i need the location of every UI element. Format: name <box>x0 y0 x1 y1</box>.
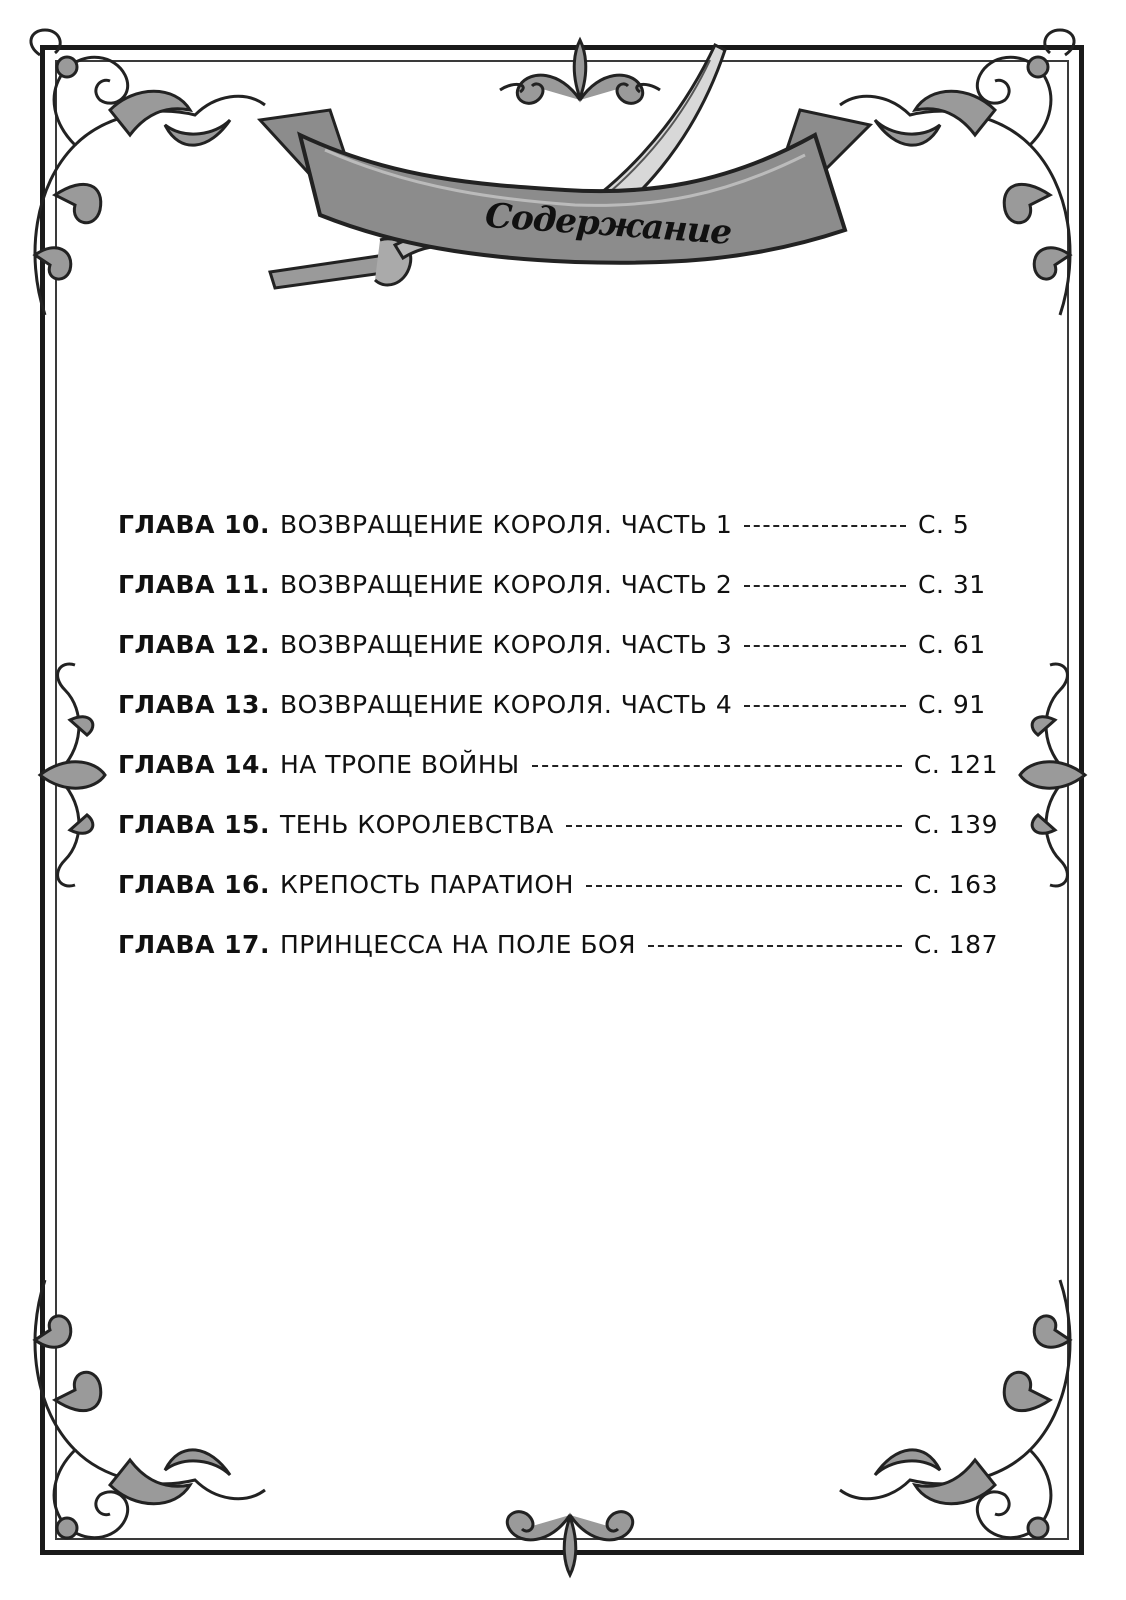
page-frame-inner <box>55 60 1069 1540</box>
bottom-center-ornament <box>506 1510 634 1579</box>
toc-page-number: С. 61 <box>918 630 986 659</box>
corner-ornament-top-right <box>839 28 1076 316</box>
toc-page-number: С. 5 <box>918 510 970 539</box>
toc-chapter-title: Возвращение короля. Часть 3 <box>279 630 733 659</box>
toc-chapter-title: Возвращение короля. Часть 1 <box>279 510 733 539</box>
toc-row[interactable]: Глава 13. Возвращение короля. Часть 4 С.… <box>118 690 998 750</box>
toc-row[interactable]: Глава 11. Возвращение короля. Часть 2 С.… <box>118 570 998 630</box>
toc-leader <box>585 885 902 887</box>
left-side-ornament <box>37 662 107 888</box>
ribbon-banner <box>256 42 874 290</box>
page-frame-outer <box>40 45 1084 1555</box>
toc-leader <box>744 705 906 707</box>
toc-chapter-title: На тропе войны <box>279 750 520 779</box>
right-side-ornament <box>1018 662 1088 888</box>
toc-chapter-number: Глава 10. <box>118 510 270 539</box>
toc-chapter-number: Глава 11. <box>118 570 270 599</box>
toc-chapter-number: Глава 16. <box>118 870 270 899</box>
toc-page-number: С. 163 <box>913 870 998 899</box>
toc-chapter-number: Глава 17. <box>118 930 270 959</box>
toc-page-number: С. 31 <box>918 570 986 599</box>
toc-chapter-title: Возвращение короля. Часть 2 <box>279 570 733 599</box>
toc-chapter-number: Глава 12. <box>118 630 270 659</box>
corner-ornament-top-left <box>29 28 266 316</box>
toc-page-number: С. 187 <box>913 930 998 959</box>
toc-chapter-number: Глава 15. <box>118 810 270 839</box>
toc-chapter-number: Глава 13. <box>118 690 270 719</box>
toc-leader <box>744 525 906 527</box>
toc-row[interactable]: Глава 15. Тень королевства С. 139 <box>118 810 998 870</box>
corner-ornament-bottom-right <box>839 1279 1073 1540</box>
toc-leader <box>531 765 902 767</box>
toc-row[interactable]: Глава 14. На тропе войны С. 121 <box>118 750 998 810</box>
toc-leader <box>744 585 906 587</box>
toc-chapter-title: Крепость Паратион <box>279 870 574 899</box>
page-title: Содержание <box>483 195 733 253</box>
toc-list: Глава 10. Возвращение короля. Часть 1 С.… <box>118 510 998 990</box>
toc-row[interactable]: Глава 17. Принцесса на поле боя С. 187 <box>118 930 998 990</box>
toc-page-number: С. 121 <box>913 750 998 779</box>
toc-page-number: С. 139 <box>913 810 998 839</box>
toc-chapter-title: Возвращение короля. Часть 4 <box>279 690 733 719</box>
toc-row[interactable]: Глава 10. Возвращение короля. Часть 1 С.… <box>118 510 998 570</box>
toc-leader <box>744 645 906 647</box>
toc-row[interactable]: Глава 12. Возвращение короля. Часть 3 С.… <box>118 630 998 690</box>
toc-row[interactable]: Глава 16. Крепость Паратион С. 163 <box>118 870 998 930</box>
corner-ornament-bottom-left <box>32 1279 266 1540</box>
top-center-ornament <box>499 36 661 105</box>
toc-chapter-title: Тень королевства <box>279 810 554 839</box>
toc-leader <box>565 825 902 827</box>
toc-chapter-title: Принцесса на поле боя <box>279 930 637 959</box>
toc-page-number: С. 91 <box>918 690 986 719</box>
toc-leader <box>648 945 902 947</box>
toc-chapter-number: Глава 14. <box>118 750 270 779</box>
